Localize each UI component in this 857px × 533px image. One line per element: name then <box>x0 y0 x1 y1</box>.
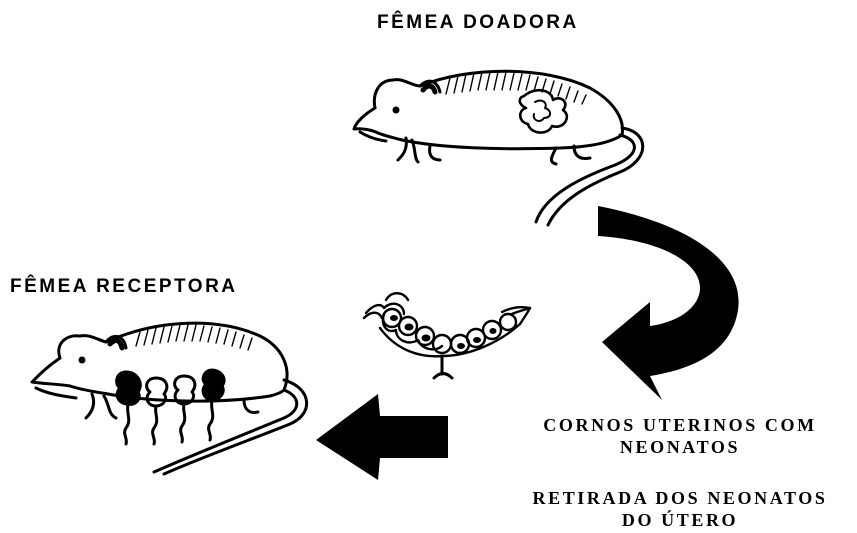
donor-mouse-illustration <box>354 71 643 225</box>
uterine-horns-illustration <box>364 293 530 378</box>
curved-arrow-icon <box>598 206 739 400</box>
left-arrow-icon <box>316 394 448 480</box>
recipient-mouse-illustration <box>32 323 307 474</box>
